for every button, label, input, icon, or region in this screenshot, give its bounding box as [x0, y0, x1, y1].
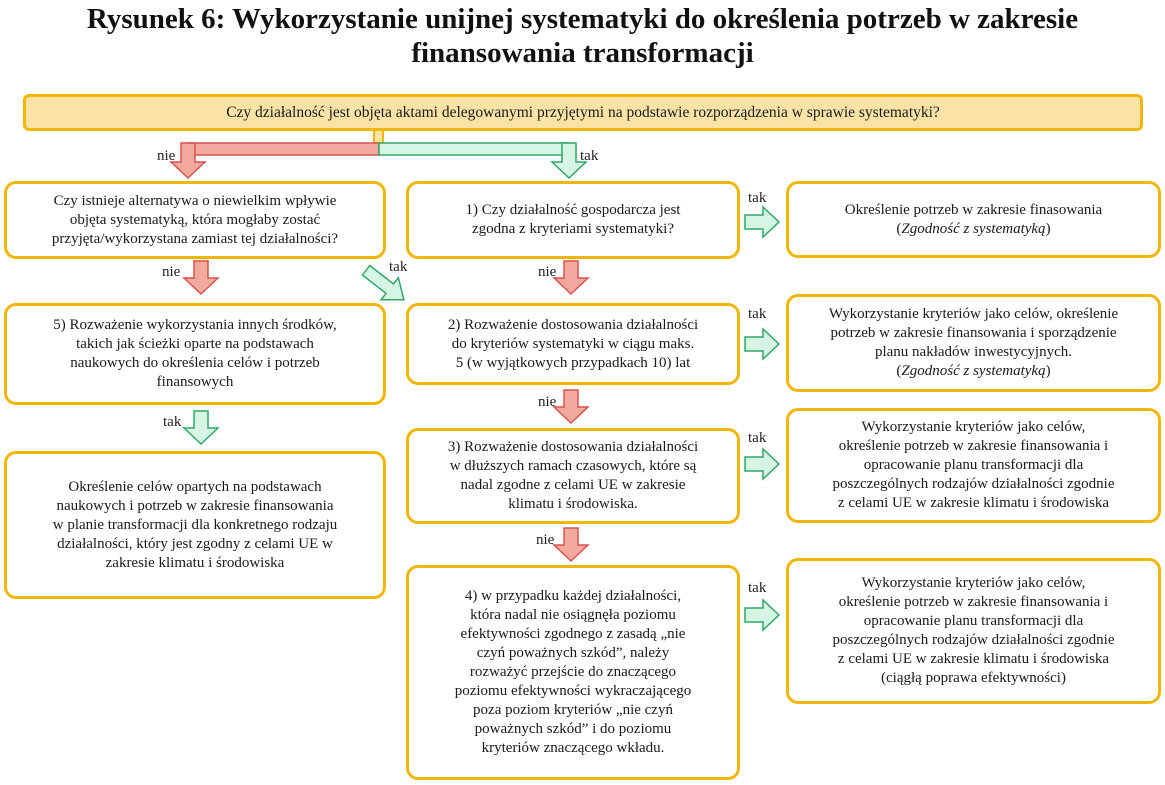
result2-box: Wykorzystanie kryteriów jako celów, okre…	[786, 294, 1161, 392]
label-no-top: nie	[157, 148, 176, 164]
result2-line: Wykorzystanie kryteriów jako celów, okre…	[828, 306, 1119, 322]
step2-line: 5 (w wyjątkowych przypadkach 10) lat	[455, 354, 691, 371]
top-question-box: Czy działalność jest objęta aktami deleg…	[23, 94, 1143, 131]
step3-line: 3) Rozważenie dostosowania działalności	[447, 439, 699, 455]
label-yes-step3: tak	[748, 430, 767, 446]
step2-line: 2) Rozważenie dostosowania działalności	[447, 316, 699, 333]
result3-line: z celami UE w zakresie klimatu i środowi…	[837, 495, 1110, 511]
result2-line: planu nakładów inwestycyjnych.	[874, 344, 1073, 360]
result4-line: opracowanie planu transformacji dla	[863, 613, 1084, 629]
no-arrow-2-to-3	[552, 389, 590, 425]
label-no-step3: nie	[536, 532, 555, 548]
yes-arrow-alt-to-2	[361, 264, 405, 301]
result4-line: poszczególnych rodzajów działalności zgo…	[832, 632, 1115, 648]
step2-box: 2) Rozważenie dostosowania działalności …	[406, 303, 740, 385]
result3-line: określenie potrzeb w zakresie finansowan…	[838, 438, 1109, 454]
result4-line: Wykorzystanie kryteriów jako celów,	[861, 575, 1086, 591]
step3-box: 3) Rozważenie dostosowania działalności …	[406, 428, 740, 524]
step4-line: która nadal nie osiągnęła poziomu	[470, 607, 676, 623]
label-yes-step1: tak	[748, 190, 767, 206]
yes-branch-bar	[378, 142, 570, 156]
alternative-question-line: objęta systematyką, która mogłaby zostać	[69, 211, 321, 228]
alternative-question-box: Czy istnieje alternatywa o niewielkim wp…	[4, 181, 386, 259]
label-yes-step5: tak	[163, 414, 182, 430]
no-arrow-alt-to-5	[182, 260, 220, 296]
step5-box: 5) Rozważenie wykorzystania innych środk…	[4, 303, 386, 405]
step5-line: naukowych do określenia celów i potrzeb	[70, 355, 320, 371]
label-no-step2: nie	[538, 394, 557, 410]
step5-line: 5) Rozważenie wykorzystania innych środk…	[53, 317, 337, 333]
yes-arrow-4-to-result4	[744, 598, 781, 632]
yes-arrow-1-to-result1	[744, 205, 781, 239]
step2-line: do kryteriów systematyki w ciągu maks.	[451, 335, 695, 352]
label-yes-alt: tak	[389, 259, 408, 275]
label-no-step1: nie	[538, 264, 557, 280]
result1-box: Określenie potrzeb w zakresie finasowani…	[786, 181, 1161, 258]
result4-line: z celami UE w zakresie klimatu i środowi…	[837, 651, 1110, 667]
alternative-question-line: przyjęta/wykorzystana zamiast tej działa…	[51, 230, 339, 247]
label-yes-step4: tak	[748, 580, 767, 596]
result2-compliance-italic: Zgodność z systematyką	[901, 363, 1046, 379]
result1-line: Określenie potrzeb w zakresie finasowani…	[844, 201, 1103, 218]
step5-line: finansowych	[156, 374, 234, 390]
yes-arrow-2-to-result2	[744, 327, 781, 361]
result3-line: Wykorzystanie kryteriów jako celów,	[861, 419, 1086, 435]
step5-result-line: w planie transformacji dla konkretnego r…	[52, 516, 338, 533]
step4-box: 4) w przypadku każdej działalności, któr…	[406, 565, 740, 780]
step4-line: poważnych szkód” i do poziomu	[474, 721, 672, 737]
step1-box: 1) Czy działalność gospodarcza jest zgod…	[406, 181, 740, 259]
result4-box: Wykorzystanie kryteriów jako celów, okre…	[786, 558, 1161, 704]
figure-title-line-1: Rysunek 6: Wykorzystanie unijnej systema…	[86, 3, 1079, 35]
result2-compliance-line: (Zgodność z systematyką)	[896, 363, 1051, 379]
result3-box: Wykorzystanie kryteriów jako celów, okre…	[786, 408, 1161, 523]
result2-line: potrzeb w zakresie finansowania i sporzą…	[830, 325, 1117, 341]
result3-line: opracowanie planu transformacji dla	[863, 457, 1084, 473]
yes-arrow-top-right	[550, 142, 588, 180]
step4-line: czyń poważnych szkód”, należy	[476, 645, 670, 661]
label-yes-step2: tak	[748, 306, 767, 322]
step3-line: klimatu i środowiska.	[508, 496, 638, 512]
label-no-alt: nie	[162, 264, 181, 280]
step1-line: 1) Czy działalność gospodarcza jest	[465, 202, 681, 218]
step4-line: poziomu efektywności wykraczającego	[454, 683, 692, 699]
step4-line: efektywności zgodnego z zasadą „nie	[460, 626, 686, 642]
alternative-question-line: Czy istnieje alternatywa o niewielkim wp…	[53, 192, 337, 209]
figure-title: Rysunek 6: Wykorzystanie unijnej systema…	[0, 2, 1165, 70]
step3-line: w dłuższych ramach czasowych, które są	[449, 458, 697, 474]
step5-result-line: naukowych i potrzeb w zakresie finansowa…	[56, 497, 334, 514]
no-arrow-top-left	[169, 142, 207, 180]
step4-line: poza poziom kryteriów „nie czyń	[473, 702, 673, 718]
result3-line: poszczególnych rodzajów działalności zgo…	[832, 476, 1115, 492]
top-connector	[373, 129, 384, 144]
step4-line: kryteriów znaczącego wkładu.	[481, 740, 665, 756]
result4-line: (ciągłą poprawa efektywności)	[881, 670, 1066, 686]
step5-line: takich jak ścieżki oparte na podstawach	[76, 336, 314, 352]
step5-result-line: zakresie klimatu i środowiska	[105, 554, 285, 571]
label-yes-top: tak	[580, 148, 599, 164]
step5-result-line: Określenie celów opartych na podstawach	[68, 478, 322, 495]
yes-arrow-5-to-result	[182, 410, 220, 446]
step5-result-box: Określenie celów opartych na podstawach …	[4, 451, 386, 599]
result4-line: określenie potrzeb w zakresie finansowan…	[838, 594, 1109, 610]
no-arrow-3-to-4	[552, 527, 590, 563]
figure-title-line-2: finansowania transformacji	[411, 37, 754, 69]
step1-line: zgodna z kryteriami systematyki?	[471, 221, 674, 237]
no-arrow-1-to-2	[552, 260, 590, 296]
yes-arrow-3-to-result3	[744, 447, 781, 481]
step5-result-line: działalności, który jest zgodny z celami…	[57, 535, 333, 552]
step3-line: nadal zgodne z celami UE w zakresie	[460, 477, 686, 493]
step4-line: rozważyć przejście do znaczącego	[469, 664, 677, 680]
result1-compliance-italic: Zgodność z systematyką	[901, 220, 1046, 237]
top-question-text: Czy działalność jest objęta aktami deleg…	[226, 104, 940, 121]
result1-compliance-line: (Zgodność z systematyką)	[896, 220, 1051, 237]
no-branch-bar	[187, 142, 380, 156]
step4-line: 4) w przypadku każdej działalności,	[464, 588, 682, 604]
